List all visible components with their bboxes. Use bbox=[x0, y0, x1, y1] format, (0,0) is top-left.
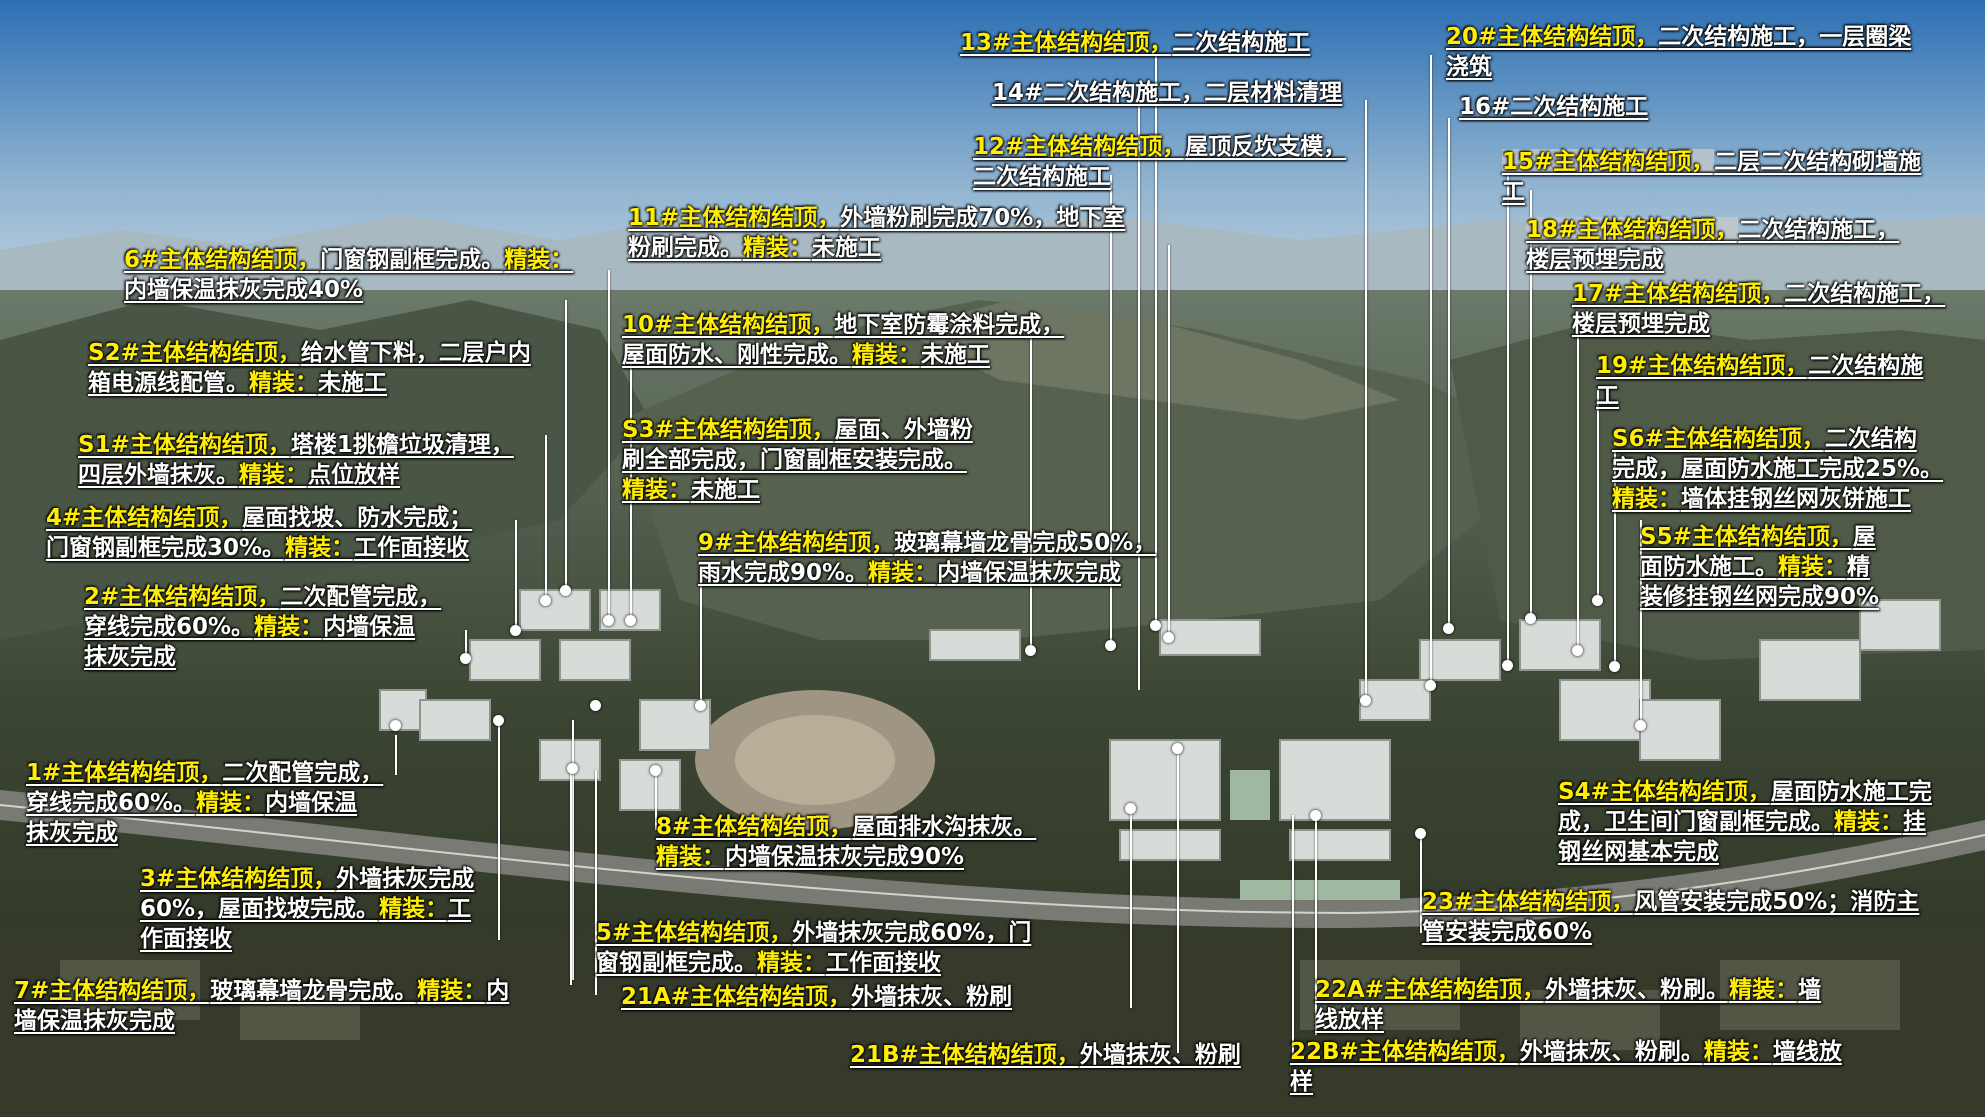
location-marker bbox=[1425, 680, 1436, 691]
leader-line bbox=[1365, 100, 1367, 700]
callout-9: 9#主体结构结顶，玻璃幕墙龙骨完成50%， 雨水完成90%。精装：内墙保温抹灰完… bbox=[698, 530, 1157, 586]
callout-10: 10#主体结构结顶，地下室防霉涂料完成， 屋面防水、刚性完成。精装：未施工 bbox=[622, 312, 1065, 368]
leader-line bbox=[608, 270, 610, 620]
callout-2: 2#主体结构结顶，二次配管完成， 穿线完成60%。精装：内墙保温 抹灰完成 bbox=[84, 584, 442, 670]
callout-4: 4#主体结构结顶，屋面找坡、防水完成； 门窗钢副框完成30%。精装：工作面接收 bbox=[46, 505, 473, 561]
leader-line bbox=[1315, 815, 1317, 1035]
location-marker bbox=[1150, 620, 1161, 631]
leader-line bbox=[565, 300, 567, 590]
leader-line bbox=[515, 520, 517, 630]
callout-S1: S1#主体结构结顶，塔楼1挑檐垃圾清理， 四层外墙抹灰。精装：点位放样 bbox=[78, 432, 514, 488]
callout-15: 15#主体结构结顶，二层二次结构砌墙施 工 bbox=[1502, 149, 1922, 205]
callout-S3: S3#主体结构结顶，屋面、外墙粉 刷全部完成，门窗副框安装完成。 精装：未施工 bbox=[622, 417, 973, 503]
leader-line bbox=[395, 735, 397, 775]
leader-line bbox=[655, 770, 657, 830]
location-marker bbox=[650, 765, 661, 776]
location-marker bbox=[1572, 645, 1583, 656]
callout-S5: S5#主体结构结顶，屋 面防水施工。精装：精 装修挂钢丝网完成90% bbox=[1640, 524, 1880, 610]
location-marker bbox=[390, 720, 401, 731]
location-marker bbox=[1415, 828, 1426, 839]
leader-line bbox=[1614, 450, 1616, 666]
callout-7: 7#主体结构结顶，玻璃幕墙龙骨完成。精装：内 墙保温抹灰完成 bbox=[14, 978, 510, 1034]
location-marker bbox=[493, 715, 504, 726]
callout-20: 20#主体结构结顶，二次结构施工，一层圈梁 浇筑 bbox=[1446, 24, 1912, 80]
location-marker bbox=[590, 700, 601, 711]
leader-line bbox=[630, 360, 632, 620]
leader-line bbox=[1597, 390, 1599, 600]
leader-line bbox=[1507, 175, 1509, 665]
leader-line bbox=[1155, 55, 1157, 625]
location-marker bbox=[625, 615, 636, 626]
location-marker bbox=[1609, 661, 1620, 672]
location-marker bbox=[460, 653, 471, 664]
callout-21B: 21B#主体结构结顶，外墙抹灰、粉刷 bbox=[850, 1042, 1241, 1068]
location-marker bbox=[1025, 645, 1036, 656]
location-marker bbox=[1592, 595, 1603, 606]
location-marker bbox=[1172, 743, 1183, 754]
callout-23: 23#主体结构结顶，风管安装完成50%；消防主 管安装完成60% bbox=[1422, 889, 1920, 945]
callout-8: 8#主体结构结顶，屋面排水沟抹灰。 精装：内墙保温抹灰完成90% bbox=[656, 814, 1037, 870]
location-marker bbox=[1360, 695, 1371, 706]
callout-1: 1#主体结构结顶，二次配管完成， 穿线完成60%。精装：内墙保温 抹灰完成 bbox=[26, 760, 384, 846]
location-marker bbox=[695, 700, 706, 711]
callout-S2: S2#主体结构结顶，给水管下料，二层户内 箱电源线配管。精装：未施工 bbox=[88, 340, 531, 396]
leader-line bbox=[1640, 520, 1642, 725]
leader-line bbox=[1448, 118, 1450, 628]
callout-18: 18#主体结构结顶，二次结构施工， 楼层预埋完成 bbox=[1526, 217, 1900, 273]
leader-line bbox=[595, 770, 597, 995]
location-marker bbox=[540, 595, 551, 606]
callout-14: 14#二次结构施工，二层材料清理 bbox=[992, 80, 1343, 106]
callout-11: 11#主体结构结顶，外墙粉刷完成70%，地下室 粉刷完成。精装：未施工 bbox=[628, 205, 1126, 261]
location-marker bbox=[560, 585, 571, 596]
leader-line bbox=[465, 630, 467, 660]
leader-line bbox=[545, 435, 547, 600]
callout-13: 13#主体结构结顶，二次结构施工 bbox=[960, 30, 1311, 56]
leader-line bbox=[1430, 55, 1432, 685]
location-marker bbox=[1635, 720, 1646, 731]
leader-line bbox=[570, 765, 572, 985]
location-marker bbox=[1163, 632, 1174, 643]
leader-line bbox=[1292, 815, 1294, 1055]
leader-line bbox=[1138, 100, 1140, 690]
location-marker bbox=[567, 763, 578, 774]
leader-line bbox=[1420, 833, 1422, 933]
callout-S4: S4#主体结构结顶，屋面防水施工完 成，卫生间门窗副框完成。精装：挂 钢丝网基本… bbox=[1558, 779, 1932, 865]
leader-line bbox=[1130, 808, 1132, 1008]
leader-line bbox=[1177, 748, 1179, 1053]
leader-line bbox=[498, 720, 500, 940]
callout-6: 6#主体结构结顶，门窗钢副框完成。精装： 内墙保温抹灰完成40% bbox=[124, 247, 574, 303]
leader-line bbox=[572, 720, 574, 980]
location-marker bbox=[1443, 623, 1454, 634]
callout-21A: 21A#主体结构结顶，外墙抹灰、粉刷 bbox=[621, 984, 1013, 1010]
leader-line bbox=[1168, 245, 1170, 637]
callout-19: 19#主体结构结顶，二次结构施 工 bbox=[1596, 353, 1924, 409]
location-marker bbox=[1525, 613, 1536, 624]
location-marker bbox=[1310, 810, 1321, 821]
location-marker bbox=[1105, 640, 1116, 651]
location-marker bbox=[1502, 660, 1513, 671]
callout-22B: 22B#主体结构结顶，外墙抹灰、粉刷。精装：墙线放 样 bbox=[1290, 1039, 1842, 1095]
leader-line bbox=[1110, 175, 1112, 645]
location-marker bbox=[603, 615, 614, 626]
callout-22A: 22A#主体结构结顶，外墙抹灰、粉刷。精装：墙 线放样 bbox=[1315, 977, 1822, 1033]
callout-17: 17#主体结构结顶，二次结构施工， 楼层预埋完成 bbox=[1572, 281, 1946, 337]
callout-12: 12#主体结构结顶，屋顶反坎支模， 二次结构施工 bbox=[973, 134, 1347, 190]
callout-S6: S6#主体结构结顶，二次结构 完成，屋面防水施工完成25%。 精装：墙体挂钢丝网… bbox=[1612, 426, 1944, 512]
leader-line bbox=[1577, 312, 1579, 650]
callout-3: 3#主体结构结顶，外墙抹灰完成 60%，屋面找坡完成。精装：工 作面接收 bbox=[140, 866, 475, 952]
location-marker bbox=[1125, 803, 1136, 814]
leader-line bbox=[1530, 190, 1532, 618]
leader-line bbox=[1030, 335, 1032, 650]
leader-line bbox=[700, 575, 702, 705]
location-marker bbox=[510, 625, 521, 636]
callout-5: 5#主体结构结顶，外墙抹灰完成60%，门 窗钢副框完成。精装：工作面接收 bbox=[596, 920, 1032, 976]
callout-16: 16#二次结构施工 bbox=[1459, 94, 1649, 120]
